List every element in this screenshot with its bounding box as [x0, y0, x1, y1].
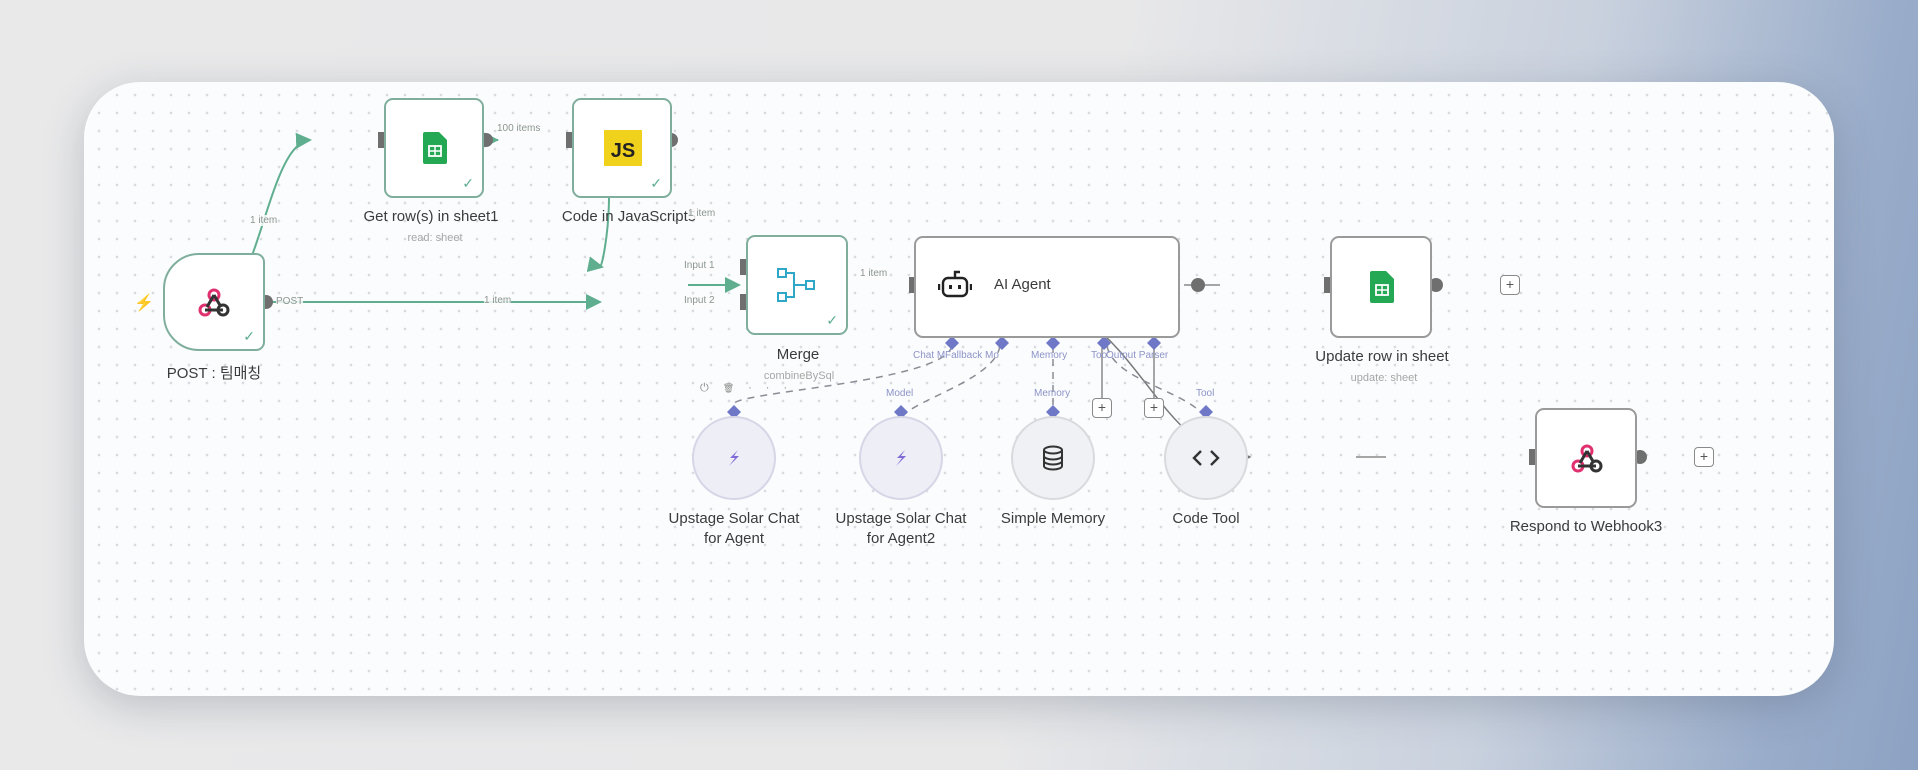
power-icon[interactable]: ⏻ — [700, 382, 723, 394]
node-respond-webhook[interactable] — [1535, 408, 1637, 508]
node-solar-chat-2-port-label: Model — [886, 388, 914, 399]
node-merge-subtitle: combineBySql — [763, 370, 835, 382]
edge-label-code-merge: 1 item — [688, 208, 716, 219]
edge-label-merge-input2: Input 2 — [684, 295, 715, 306]
agent-port-tool[interactable]: Too — [1091, 350, 1108, 361]
node-simple-memory[interactable] — [1011, 416, 1095, 500]
edge-label-trigger-merge: 1 item — [484, 295, 512, 306]
merge-icon — [777, 268, 815, 302]
connections-layer — [217, 82, 1647, 465]
edge-label-get-rows-code: 100 items — [497, 123, 541, 134]
google-sheets-icon — [1370, 271, 1394, 303]
agent-port-chat-model[interactable]: Chat M — [913, 350, 946, 361]
edge-label-merge-input1: Input 1 — [684, 260, 715, 271]
code-brackets-icon — [1192, 450, 1220, 466]
edge-label-post: POST — [276, 296, 304, 307]
node-get-rows[interactable]: ✓ — [384, 98, 484, 198]
add-tool-button[interactable]: + — [1092, 398, 1112, 418]
node-code-javascript-title: Code in JavaScript5 — [561, 208, 697, 225]
edge-label-trigger-get-rows: 1 item — [250, 215, 278, 226]
node-code-tool-port-label: Tool — [1196, 388, 1215, 399]
agent-port-fallback-model[interactable]: Fallback Mo — [945, 350, 999, 361]
node-upstage-solar-chat-2-title-line2: for Agent2 — [866, 530, 936, 547]
webhook-icon — [1571, 444, 1603, 473]
success-check-icon: ✓ — [243, 328, 255, 344]
trigger-bolt-icon: ⚡ — [134, 295, 154, 312]
node-upstage-solar-chat-1-title-line2: for Agent — [703, 530, 765, 547]
node-merge-title: Merge — [776, 346, 820, 363]
node-ai-agent-title: AI Agent — [994, 276, 1051, 293]
agent-port-memory[interactable]: Memory — [1031, 350, 1068, 361]
javascript-icon: JS — [604, 130, 642, 166]
node-simple-memory-port-label: Memory — [1034, 388, 1071, 399]
node-code-tool-title: Code Tool — [1172, 510, 1240, 527]
add-output-parser-button[interactable]: + — [1144, 398, 1164, 418]
robot-icon — [938, 270, 972, 298]
delete-icon[interactable]: 🗑 — [722, 383, 749, 393]
add-node-after-respond-button[interactable]: + — [1694, 447, 1714, 467]
node-upstage-solar-chat-1-title: Upstage Solar Chat — [668, 510, 800, 527]
webhook-icon — [198, 288, 230, 317]
node-upstage-solar-chat-2[interactable] — [859, 416, 943, 500]
success-check-icon: ✓ — [826, 312, 838, 328]
workflow-canvas[interactable]: ⚡ ✓ POST : 팀매칭 POST ✓ Get row(s) in shee… — [84, 82, 1834, 696]
upstage-icon — [896, 450, 906, 466]
node-respond-webhook-title: Respond to Webhook3 — [1509, 518, 1663, 535]
node-upstage-solar-chat-2-title: Upstage Solar Chat — [835, 510, 967, 527]
database-icon — [1043, 445, 1063, 471]
edge-ai-chat-model — [733, 345, 953, 405]
upstage-icon — [729, 450, 739, 466]
google-sheets-icon — [423, 132, 447, 164]
more-icon[interactable]: ··· — [748, 382, 802, 394]
node-get-rows-subtitle: read: sheet — [407, 232, 463, 244]
add-node-after-update-button[interactable]: + — [1500, 275, 1520, 295]
node-code-tool[interactable] — [1164, 416, 1248, 500]
node-update-row-title: Update row in sheet — [1315, 348, 1449, 365]
success-check-icon: ✓ — [462, 175, 474, 191]
node-update-row-subtitle: update: sheet — [1350, 372, 1418, 384]
edge-label-merge-agent: 1 item — [860, 268, 888, 279]
node-upstage-solar-chat-1[interactable] — [692, 416, 776, 500]
agent-port-output-parser[interactable]: Output Parser — [1106, 350, 1169, 361]
node-ai-agent[interactable]: AI Agent — [914, 236, 1180, 338]
node-mini-toolbar: ⏻🗑··· — [700, 382, 801, 395]
node-update-row[interactable] — [1330, 236, 1432, 338]
node-simple-memory-title: Simple Memory — [1000, 510, 1106, 527]
node-get-rows-title: Get row(s) in sheet1 — [363, 208, 499, 225]
node-post-trigger-title: POST : 팀매칭 — [166, 365, 262, 382]
node-merge[interactable]: ✓ — [746, 235, 848, 335]
node-code-javascript[interactable]: JS ✓ — [572, 98, 672, 198]
success-check-icon: ✓ — [650, 175, 662, 191]
node-post-trigger[interactable]: ✓ — [163, 253, 265, 351]
